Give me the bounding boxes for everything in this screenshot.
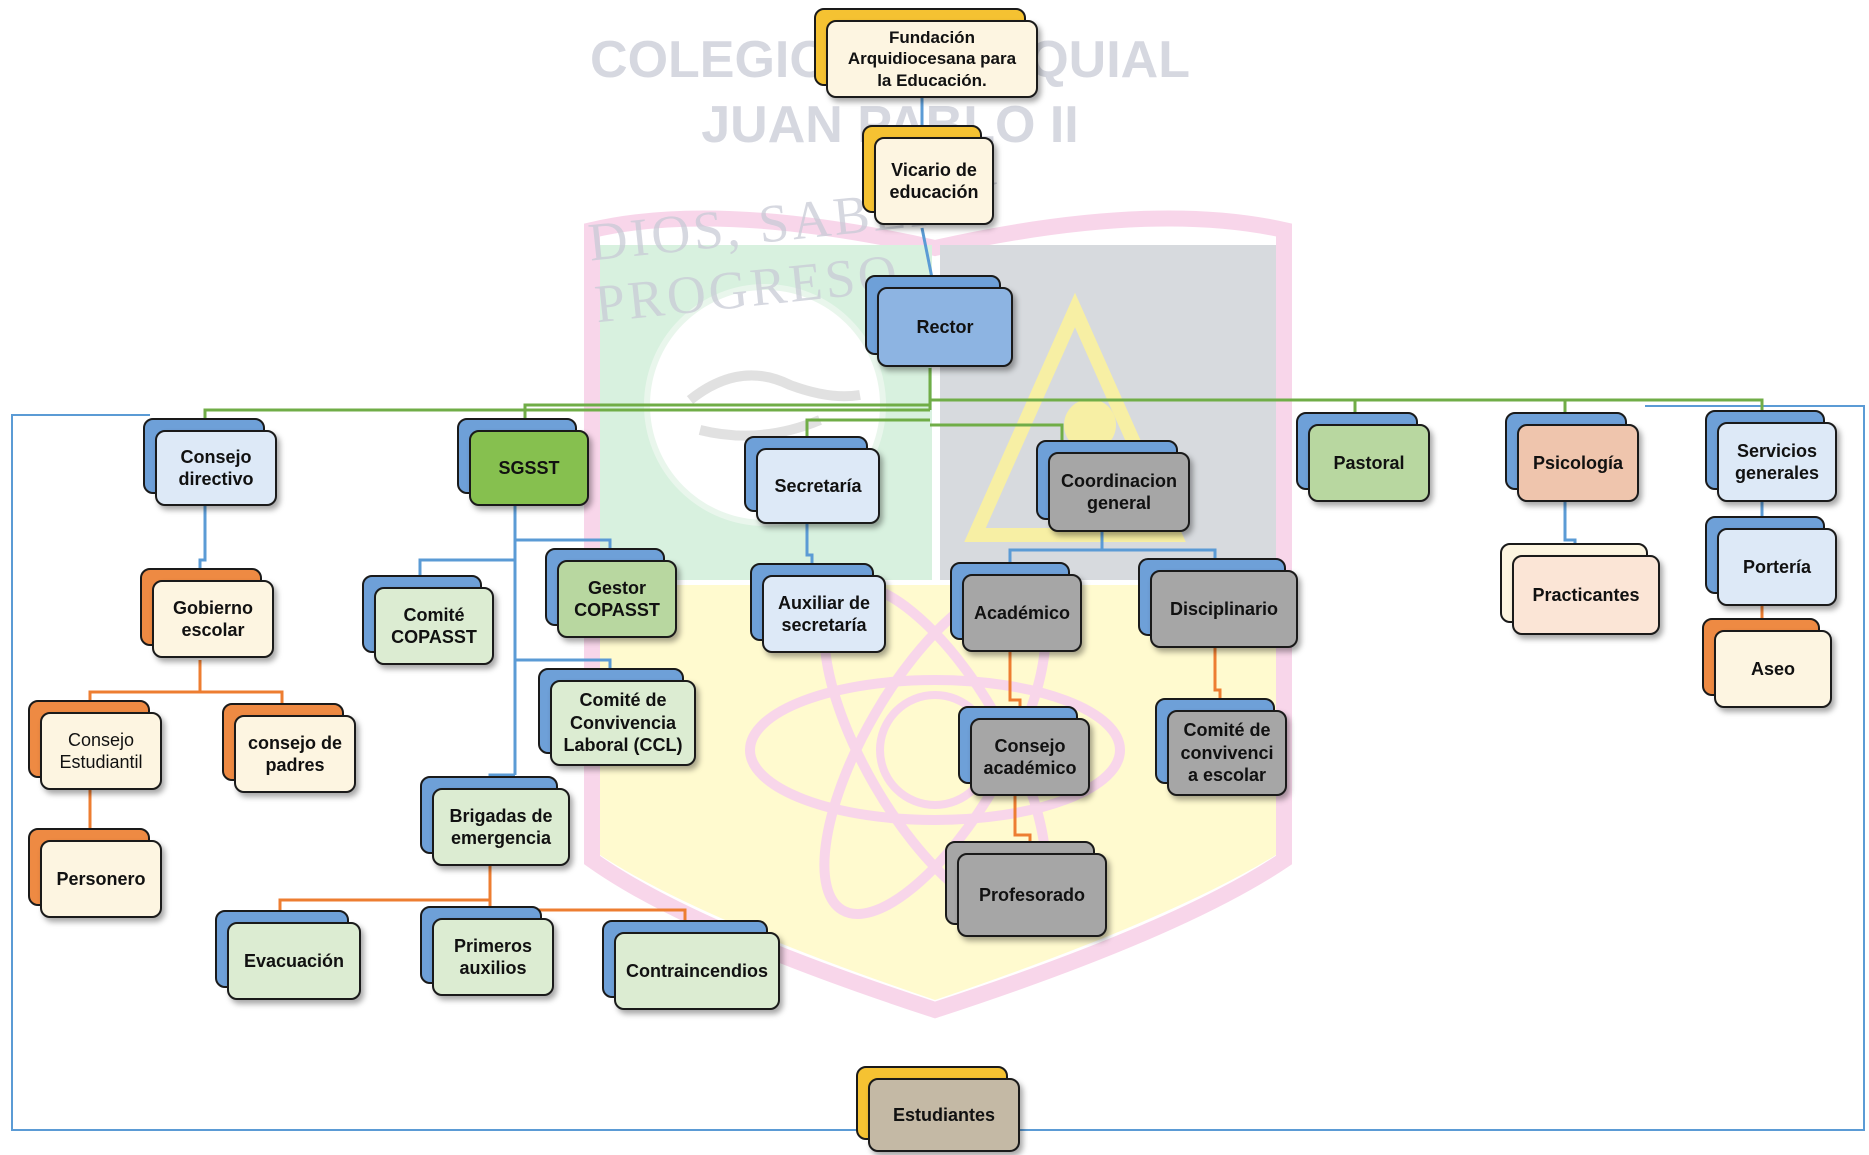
node-comite-convivencia-escolar-label: Comité de convivenci a escolar	[1167, 710, 1287, 796]
node-coordinacion-label: Coordinacion general	[1048, 452, 1190, 532]
node-disciplinario: Disciplinario	[1138, 558, 1298, 648]
node-gestor-copasst: Gestor COPASST	[545, 548, 677, 638]
link-disciplinario-comite	[1213, 645, 1222, 700]
crest-triangle	[964, 292, 1186, 542]
node-consejo-estudiantil: Consejo Estudiantil	[28, 700, 162, 790]
node-sgsst-label: SGSST	[469, 430, 589, 506]
node-vicario-label: Vicario de educación	[874, 137, 994, 225]
node-gobierno-label: Gobierno escolar	[152, 580, 274, 658]
node-consejo-academico: Consejo académico	[958, 706, 1090, 796]
node-sgsst: SGSST	[457, 418, 589, 506]
link-bus-sgsst	[523, 403, 930, 420]
link-bus-coordinacion	[930, 423, 1064, 440]
link-bus-left	[203, 408, 930, 420]
node-gobierno: Gobierno escolar	[140, 568, 274, 658]
link-sgsst-gestor	[515, 538, 612, 550]
node-servicios-label: Servicios generales	[1717, 422, 1837, 502]
node-academico-label: Académico	[962, 574, 1082, 652]
link-academico-consejo	[1008, 650, 1022, 710]
link-bus-secretaria	[805, 418, 930, 440]
node-academico: Académico	[950, 562, 1082, 652]
node-secretaria-label: Secretaría	[756, 448, 880, 524]
crest-atom-orbit-1	[745, 675, 1125, 825]
node-estudiantes: Estudiantes	[856, 1066, 1020, 1152]
node-evacuacion-label: Evacuación	[227, 922, 361, 1000]
node-consejo-academico-label: Consejo académico	[970, 718, 1090, 796]
node-pastoral: Pastoral	[1296, 412, 1430, 502]
node-coordinacion: Coordinacion general	[1036, 440, 1190, 532]
link-psicologia-practicantes	[1563, 500, 1577, 548]
node-aseo-label: Aseo	[1714, 630, 1832, 708]
link-sgsst-comite	[418, 558, 515, 578]
link-coord-academico	[1008, 548, 1102, 565]
node-primeros-auxilios-label: Primeros auxilios	[432, 918, 554, 996]
node-consejo-directivo-label: Consejo directivo	[155, 430, 277, 506]
node-pastoral-label: Pastoral	[1308, 424, 1430, 502]
node-psicologia: Psicología	[1505, 412, 1639, 502]
node-auxiliar-label: Auxiliar de secretaría	[762, 575, 886, 653]
node-vicario: Vicario de educación	[862, 125, 994, 225]
node-gestor-copasst-label: Gestor COPASST	[557, 560, 677, 638]
node-disciplinario-label: Disciplinario	[1150, 570, 1298, 648]
node-consejo-padres: consejo de padres	[222, 703, 356, 793]
node-auxiliar: Auxiliar de secretaría	[750, 563, 886, 653]
crest-m-circle	[1064, 399, 1116, 451]
link-coord-disciplinario	[1102, 548, 1217, 560]
node-personero-label: Personero	[40, 840, 162, 918]
node-porteria-label: Portería	[1717, 528, 1837, 606]
node-fundacion-label: Fundación Arquidiocesana para la Educaci…	[826, 20, 1038, 98]
node-comite-copasst-label: Comité COPASST	[374, 587, 494, 665]
node-secretaria: Secretaría	[744, 436, 880, 524]
node-porteria: Portería	[1705, 516, 1837, 606]
node-profesorado-label: Profesorado	[957, 853, 1107, 937]
node-comite-copasst: Comité COPASST	[362, 575, 494, 665]
node-comite-ccl: Comité de Convivencia Laboral (CCL)	[538, 668, 696, 766]
node-profesorado: Profesorado	[945, 841, 1107, 937]
node-fundacion: Fundación Arquidiocesana para la Educaci…	[814, 8, 1038, 98]
link-gobierno-padres	[200, 690, 284, 705]
link-secretaria-auxiliar	[805, 520, 814, 565]
node-brigadas: Brigadas de emergencia	[420, 776, 570, 866]
node-psicologia-label: Psicología	[1517, 424, 1639, 502]
node-practicantes-label: Practicantes	[1512, 555, 1660, 635]
link-gobierno-hijos	[88, 660, 202, 700]
node-consejo-estudiantil-label: Consejo Estudiantil	[40, 712, 162, 790]
node-contraincendios-label: Contraincendios	[614, 932, 780, 1010]
node-servicios: Servicios generales	[1705, 410, 1837, 502]
node-brigadas-label: Brigadas de emergencia	[432, 788, 570, 866]
node-consejo-padres-label: consejo de padres	[234, 715, 356, 793]
node-contraincendios: Contraincendios	[602, 920, 780, 1010]
link-vicario-rector	[920, 227, 934, 279]
node-primeros-auxilios: Primeros auxilios	[420, 906, 554, 996]
node-personero: Personero	[28, 828, 162, 918]
node-evacuacion: Evacuación	[215, 910, 361, 1000]
link-directivo-gobierno	[198, 505, 207, 570]
node-consejo-directivo: Consejo directivo	[143, 418, 277, 506]
node-comite-ccl-label: Comité de Convivencia Laboral (CCL)	[550, 680, 696, 766]
node-rector: Rector	[865, 275, 1013, 367]
node-comite-convivencia-escolar: Comité de convivenci a escolar	[1155, 698, 1287, 796]
link-sgsst-ccl	[515, 658, 612, 670]
node-estudiantes-label: Estudiantes	[868, 1078, 1020, 1152]
link-consejo-profesorado	[1013, 795, 1032, 845]
node-rector-label: Rector	[877, 287, 1013, 367]
crest-yellow-field	[600, 585, 1276, 1000]
node-aseo: Aseo	[1702, 618, 1832, 708]
node-practicantes: Practicantes	[1500, 543, 1660, 635]
